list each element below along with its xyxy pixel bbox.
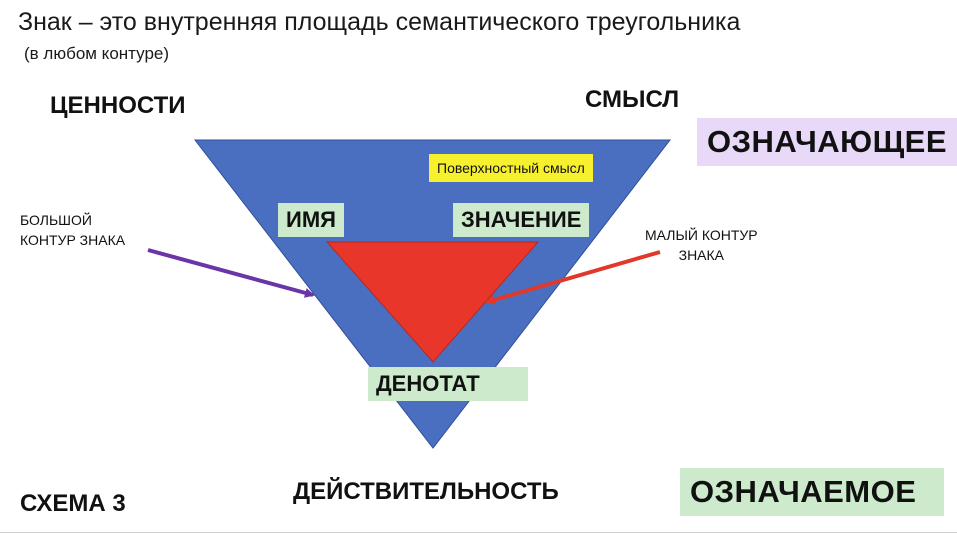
corner-values-label: ЦЕННОСТИ: [50, 92, 186, 119]
signified-box: ОЗНАЧАЕМОЕ: [680, 468, 945, 516]
large-contour-line-1: БОЛЬШОЙ: [20, 212, 92, 228]
small-contour-label: МАЛЫЙ КОНТУР ЗНАКА: [645, 225, 758, 265]
small-contour-line-2: ЗНАКА: [678, 247, 725, 263]
large-contour-arrow: [147, 248, 315, 298]
signifier-box: ОЗНАЧАЮЩЕЕ: [697, 118, 957, 166]
significance-label-box: ЗНАЧЕНИЕ: [453, 203, 590, 237]
name-label-box: ИМЯ: [278, 203, 344, 237]
denotat-label-box: ДЕНОТАТ: [368, 367, 528, 401]
small-contour-arrow: [485, 250, 661, 305]
page-subtitle: (в любом контуре): [24, 44, 170, 63]
scheme-label: СХЕМА 3: [20, 490, 126, 517]
page-title: Знак – это внутренняя площадь семантичес…: [18, 8, 741, 36]
small-contour-line-1: МАЛЫЙ КОНТУР: [645, 227, 758, 243]
surface-meaning-box: Поверхностный смысл: [429, 154, 593, 182]
corner-reality-label: ДЕЙСТВИТЕЛЬНОСТЬ: [293, 478, 559, 505]
corner-meaning-label: СМЫСЛ: [585, 86, 680, 113]
large-contour-label: БОЛЬШОЙ КОНТУР ЗНАКА: [20, 210, 125, 250]
large-contour-line-2: КОНТУР ЗНАКА: [20, 232, 126, 248]
footer-divider: [0, 532, 957, 533]
